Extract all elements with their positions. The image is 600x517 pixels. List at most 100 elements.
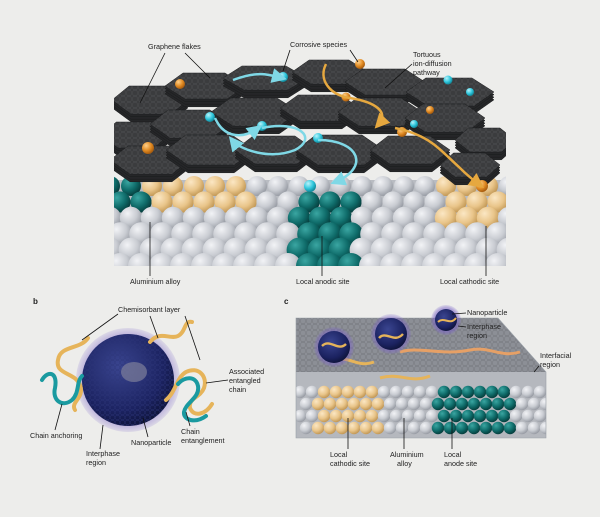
label-interphase-line1: Interphase	[86, 449, 120, 458]
alloy-sphere	[149, 253, 175, 266]
leader-line	[457, 325, 467, 328]
substrate-sphere	[323, 421, 337, 435]
coating-outline	[295, 317, 547, 439]
leader-line	[451, 312, 467, 315]
substrate-sphere	[335, 397, 349, 411]
corrosive-species-ion	[466, 88, 474, 96]
substrate-sphere-layer	[296, 385, 546, 435]
alloy-sphere	[184, 176, 204, 196]
chemisorbant-chain	[148, 319, 194, 344]
alloy-sphere	[191, 253, 217, 266]
alloy-sphere	[226, 176, 246, 196]
substrate-sphere	[467, 421, 481, 435]
alloy-sphere	[443, 253, 469, 266]
alloy-sphere	[394, 176, 414, 196]
substrate-sphere	[485, 385, 499, 399]
alloy-sphere	[380, 253, 406, 266]
orange-species-ion	[355, 59, 365, 69]
alloy-sphere	[445, 191, 467, 213]
label-interphase-line2: region	[86, 458, 106, 467]
substrate-sphere	[299, 421, 313, 435]
graphene-flake-lattice	[211, 98, 299, 126]
nanoparticle-c2	[371, 314, 411, 354]
label-c-cathodic-line2: cathodic site	[330, 459, 370, 468]
graphene-flake-lattice	[406, 78, 494, 106]
tortuous-pathway-arrow	[394, 126, 485, 188]
alloy-sphere	[403, 191, 425, 213]
alloy-sphere	[415, 176, 435, 196]
polymer-chain	[379, 374, 431, 381]
alloy-sphere	[296, 253, 322, 266]
nanoparticle-highlight	[121, 362, 147, 382]
substrate-sphere	[341, 385, 355, 399]
substrate-sphere	[296, 409, 307, 423]
alloy-sphere	[172, 191, 194, 213]
graphene-flake-lattice	[440, 153, 500, 177]
leader-line	[54, 403, 63, 431]
label-entanglement-line2: entanglement	[181, 436, 225, 445]
substrate-sphere	[317, 409, 331, 423]
alloy-sphere	[310, 176, 330, 196]
label-c-cathodic-line1: Local	[330, 450, 348, 459]
substrate-sphere	[431, 421, 445, 435]
substrate-sphere	[455, 397, 469, 411]
substrate-sphere	[413, 409, 427, 423]
substrate-sphere	[443, 397, 457, 411]
substrate-sphere	[296, 385, 307, 399]
substrate-sphere	[305, 385, 319, 399]
anchoring-chain	[40, 371, 84, 406]
substrate-sphere	[419, 421, 433, 435]
entangled-chain	[164, 368, 214, 416]
label-c-alloy-line1: Aluminium	[390, 450, 424, 459]
panel-letter-c: c	[284, 297, 289, 306]
substrate-sphere	[383, 421, 397, 435]
substrate-sphere	[443, 421, 457, 435]
alloy-sphere	[114, 253, 133, 266]
substrate-sphere	[329, 409, 343, 423]
substrate-sphere	[395, 421, 409, 435]
associated-chain	[176, 376, 208, 423]
alloy-sphere-layer	[114, 176, 506, 266]
alloy-sphere	[298, 191, 320, 213]
substrate-sphere	[437, 409, 451, 423]
substrate-sphere	[371, 421, 385, 435]
substrate-sphere	[323, 397, 337, 411]
substrate-sphere	[389, 409, 403, 423]
alloy-sphere	[352, 176, 372, 196]
alloy-sphere	[338, 253, 364, 266]
label-c-anode-line2: anode site	[444, 459, 477, 468]
substrate-sphere	[479, 421, 493, 435]
substrate-sphere	[497, 409, 511, 423]
substrate-sphere	[365, 385, 379, 399]
label-c-nanoparticle: Nanoparticle	[467, 308, 507, 317]
label-tortuous-line1: Tortuous	[413, 50, 441, 59]
corrosive-species-ion	[410, 120, 418, 128]
substrate-sphere	[479, 397, 493, 411]
cyan-pathway-arrow	[232, 68, 287, 83]
label-c-interfacial-line2: region	[540, 360, 560, 369]
substrate-sphere	[491, 397, 505, 411]
leader-line	[185, 411, 191, 427]
substrate-sphere	[317, 385, 331, 399]
substrate-sphere	[347, 421, 361, 435]
alloy-sphere	[114, 191, 131, 213]
chemisorbant-chain	[55, 336, 90, 412]
alloy-sphere	[233, 253, 259, 266]
substrate-sphere	[449, 409, 463, 423]
label-entanglement-line1: Chain	[181, 427, 200, 436]
panel-b-nanoparticle: b Chemisorbant layer Associated entangle…	[30, 297, 264, 467]
cyan-pathway-arrow	[228, 124, 307, 156]
substrate-sphere	[407, 421, 421, 435]
leader-line	[142, 417, 149, 438]
substrate-sphere	[515, 421, 529, 435]
label-local-anodic-site: Local anodic site	[296, 277, 350, 286]
substrate-sphere	[449, 385, 463, 399]
substrate-sphere	[521, 409, 535, 423]
alloy-sphere	[235, 191, 257, 213]
panel-c-nanocomposite-coating: c Nanoparticle Interphase	[284, 297, 572, 468]
graphene-flake-lattice	[345, 69, 425, 95]
panel-letter-b: b	[33, 297, 38, 306]
label-associated-line1: Associated	[229, 367, 264, 376]
